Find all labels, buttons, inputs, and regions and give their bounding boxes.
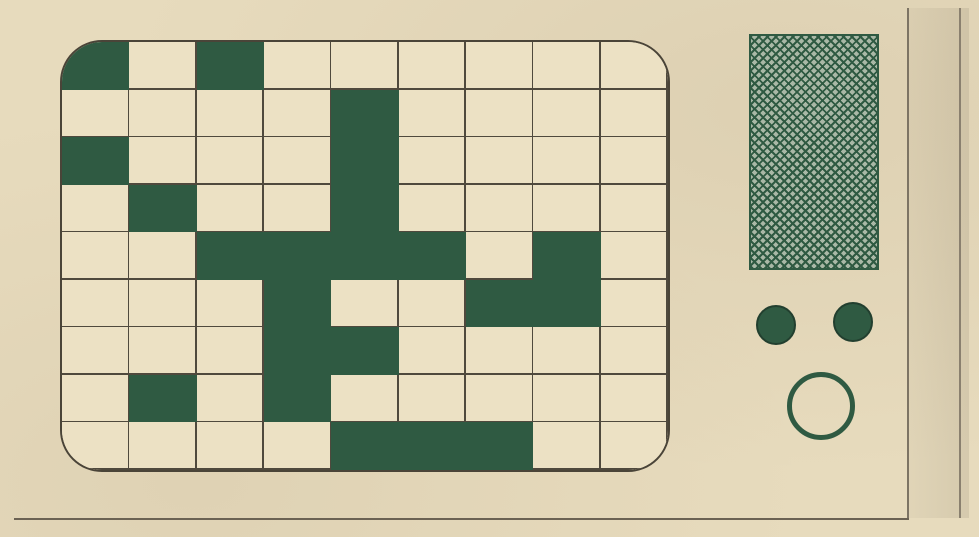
grid-cell-filled [399, 422, 467, 470]
grid-cell-empty [399, 137, 467, 185]
grid-cell-empty [331, 42, 399, 90]
grid-cell-empty [197, 422, 265, 470]
grid-cell-empty [466, 42, 534, 90]
game-device-side [907, 8, 969, 518]
grid-cell-empty [601, 422, 669, 470]
grid-cell-empty [466, 232, 534, 280]
grid-cell-empty [601, 137, 669, 185]
grid-cell-filled [129, 185, 197, 233]
grid-cell-empty [331, 280, 399, 328]
grid-cell-empty [129, 42, 197, 90]
grid-cell-empty [601, 42, 669, 90]
grid-cell-empty [533, 422, 601, 470]
grid-cell-empty [466, 90, 534, 138]
grid-cell-empty [129, 280, 197, 328]
grid-cell-empty [264, 185, 332, 233]
grid-cell-empty [601, 375, 669, 423]
grid-cell-filled [533, 232, 601, 280]
grid-cell-empty [264, 42, 332, 90]
grid-cell-empty [399, 90, 467, 138]
grid-cell-filled [264, 280, 332, 328]
grid-cell-filled [331, 232, 399, 280]
grid-cell-empty [331, 375, 399, 423]
ring-button-icon[interactable] [787, 372, 855, 440]
grid-cell-empty [533, 185, 601, 233]
grid-cell-filled [264, 375, 332, 423]
grid-cell-empty [62, 375, 130, 423]
grid-cell-filled [331, 327, 399, 375]
grid-cell-empty [399, 42, 467, 90]
right-knob-icon[interactable] [833, 302, 873, 342]
grid-cell-empty [264, 90, 332, 138]
grid-cell-filled [331, 422, 399, 470]
grid-cell-filled [197, 42, 265, 90]
grid-cell-filled [331, 137, 399, 185]
grid-cell-empty [129, 232, 197, 280]
grid-cell-filled [129, 375, 197, 423]
game-grid-screen [60, 40, 670, 472]
grid-cell-empty [533, 137, 601, 185]
grid-cell-empty [466, 137, 534, 185]
grid-cell-empty [533, 90, 601, 138]
speaker-grille-icon [749, 34, 879, 270]
grid-cell-filled [197, 232, 265, 280]
grid-cell-filled [399, 232, 467, 280]
grid-cell-filled [466, 280, 534, 328]
grid-cell-empty [197, 90, 265, 138]
grid-cell-empty [129, 327, 197, 375]
grid-cell-empty [62, 327, 130, 375]
grid-cell-empty [62, 422, 130, 470]
grid-cell-empty [399, 280, 467, 328]
grid-cell-empty [601, 232, 669, 280]
grid-cell-empty [62, 90, 130, 138]
grid-cell-empty [129, 90, 197, 138]
grid-cell-empty [129, 422, 197, 470]
grid-cell-empty [399, 375, 467, 423]
grid-cell-empty [601, 280, 669, 328]
grid-cell-filled [62, 137, 130, 185]
grid-cell-filled [466, 422, 534, 470]
grid-cell-empty [601, 185, 669, 233]
grid-cell-empty [129, 137, 197, 185]
grid-cell-empty [197, 185, 265, 233]
grid-cell-empty [197, 375, 265, 423]
grid-cell-empty [62, 185, 130, 233]
grid-cell-empty [533, 42, 601, 90]
grid-cell-empty [466, 185, 534, 233]
grid-cell-empty [601, 90, 669, 138]
grid-cell-empty [62, 280, 130, 328]
grid-cell-filled [264, 232, 332, 280]
grid-cell-empty [62, 232, 130, 280]
left-knob-icon[interactable] [756, 305, 796, 345]
grid-cell-empty [601, 327, 669, 375]
grid-cell-empty [399, 327, 467, 375]
grid-cell-empty [264, 422, 332, 470]
grid-cell-empty [466, 375, 534, 423]
grid-cell-empty [197, 280, 265, 328]
grid-cell-filled [62, 42, 130, 90]
grid-cell-empty [399, 185, 467, 233]
grid-cell-filled [331, 90, 399, 138]
grid-cell-filled [264, 327, 332, 375]
grid-cell-empty [466, 327, 534, 375]
grid-cell-filled [331, 185, 399, 233]
grid-cell-empty [197, 137, 265, 185]
grid-cell-empty [533, 375, 601, 423]
grid-cell-filled [533, 280, 601, 328]
grid-cell-empty [197, 327, 265, 375]
grid-cell-empty [264, 137, 332, 185]
grid-cell-empty [533, 327, 601, 375]
